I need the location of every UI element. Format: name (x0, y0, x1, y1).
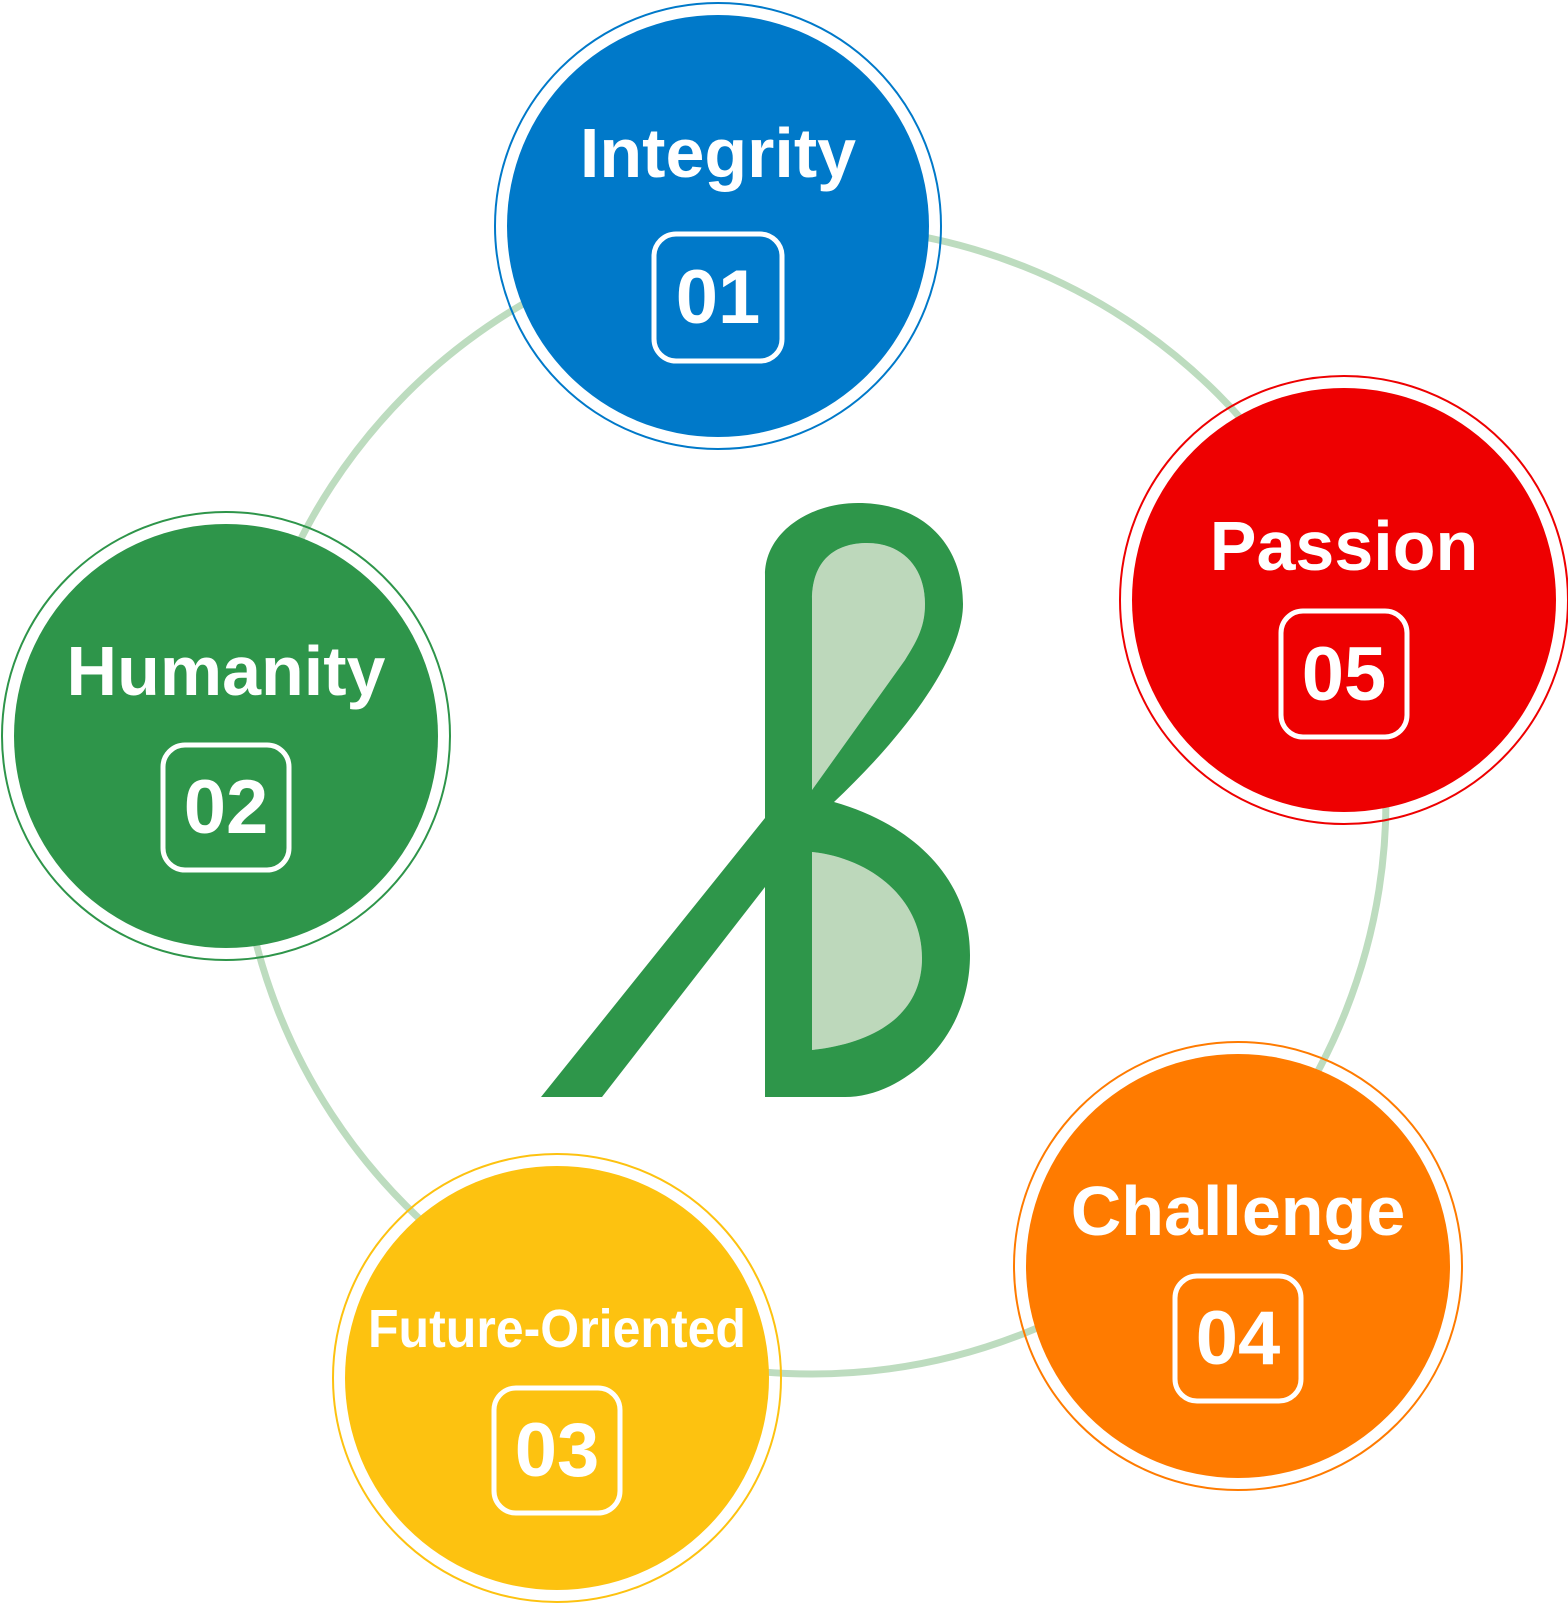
node-outline (1119, 375, 1568, 825)
node-number: 02 (184, 765, 269, 850)
value-node-humanity: Humanity 02 (1, 511, 451, 961)
node-label: Passion (1210, 507, 1478, 585)
number-badge (160, 742, 292, 873)
node-number: 01 (676, 255, 761, 340)
number-badge (491, 1385, 623, 1516)
node-outline (494, 2, 942, 450)
logo-lower-lobe (812, 852, 922, 1050)
number-badge (651, 231, 785, 364)
value-node-challenge: Challenge 04 (1013, 1041, 1463, 1491)
node-circle (14, 524, 438, 948)
node-number: 05 (1302, 632, 1387, 717)
node-number: 03 (515, 1408, 600, 1493)
center-logo (541, 503, 970, 1097)
node-label: Future-Oriented (368, 1299, 746, 1359)
node-circle (1026, 1054, 1450, 1478)
node-outline (1013, 1041, 1463, 1491)
logo-upper-lobe (812, 543, 925, 790)
logo-mark (541, 503, 970, 1097)
node-circle (345, 1166, 769, 1590)
node-outline (1, 511, 451, 961)
node-label: Integrity (580, 114, 856, 192)
node-outline (332, 1153, 782, 1603)
number-badge (1172, 1273, 1304, 1404)
node-label: Humanity (67, 632, 386, 710)
value-node-integrity: Integrity 01 (494, 2, 942, 450)
node-number: 04 (1196, 1296, 1281, 1381)
node-label: Challenge (1071, 1172, 1406, 1250)
value-node-passion: Passion 05 (1119, 375, 1568, 825)
node-circle (1132, 388, 1556, 812)
number-badge (1278, 608, 1410, 740)
value-node-future-oriented: Future-Oriented 03 (332, 1153, 782, 1603)
node-circle (507, 15, 929, 437)
